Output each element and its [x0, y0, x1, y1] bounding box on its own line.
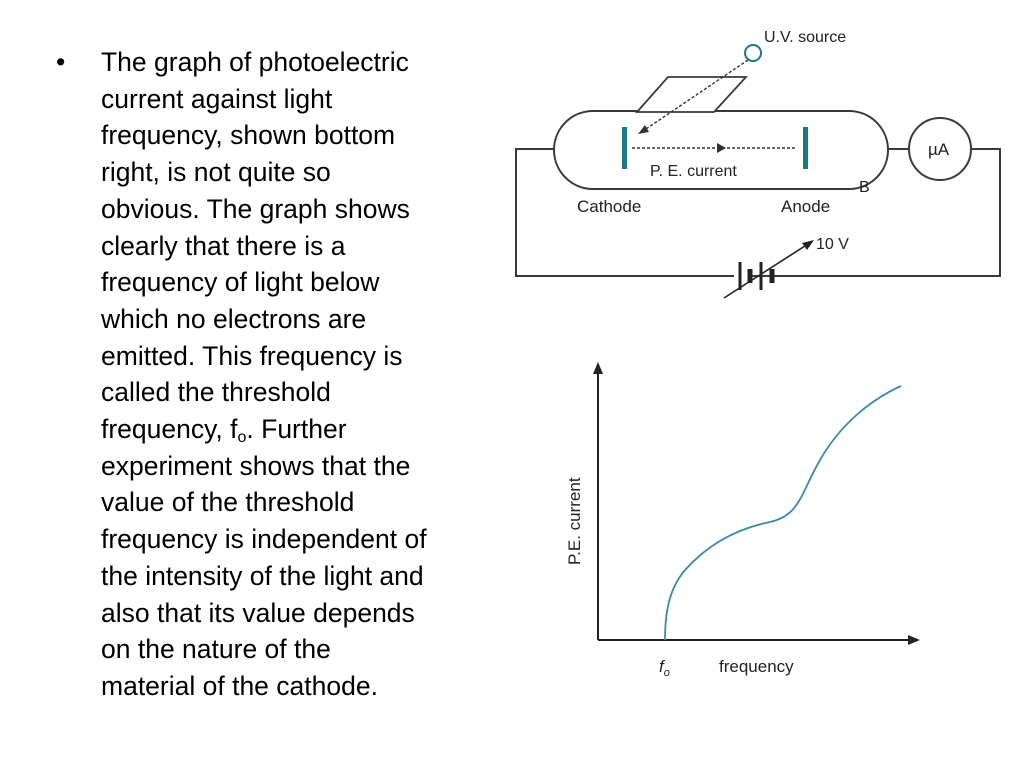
uv-source-icon	[744, 44, 762, 62]
variable-voltage-arrow	[723, 243, 809, 299]
text-line: experiment shows that the	[101, 450, 411, 481]
text-line: frequency is independent of	[101, 524, 427, 555]
text-line: right, is not quite so	[101, 157, 331, 188]
anode-electrode	[803, 127, 808, 169]
x-axis-label: frequency	[719, 657, 794, 676]
threshold-frequency-label: fo	[659, 657, 670, 679]
photoelectric-circuit-diagram: U.V. source P. E. current Cathode Anode …	[515, 29, 1001, 299]
subscript-o: o	[237, 429, 247, 447]
x-axis-arrowhead	[908, 635, 920, 645]
text-line: value of the threshold	[101, 487, 355, 518]
anode-label: Anode	[781, 197, 830, 216]
y-axis-arrowhead	[593, 362, 603, 374]
text-line: frequency, shown bottom	[101, 120, 396, 151]
text-line: current against light	[101, 83, 333, 114]
arrowhead	[802, 240, 814, 250]
text-line: frequency of light below	[101, 267, 380, 298]
tube-window	[635, 76, 749, 113]
text-line-threshold: frequency, fo. Further	[101, 411, 506, 448]
text-line: clearly that there is a	[101, 230, 346, 261]
text-line: which no electrons are	[101, 303, 367, 334]
microammeter-label: µA	[928, 140, 950, 159]
text-fragment: . Further	[246, 414, 347, 445]
cathode-label: Cathode	[577, 197, 641, 216]
bullet-text: The graph of photoelectric current again…	[101, 44, 506, 705]
bullet-marker: •	[56, 47, 66, 77]
text-line: the intensity of the light and	[101, 560, 424, 591]
text-line: also that its value depends	[101, 597, 415, 628]
y-axis-label: P.E. current	[565, 477, 584, 565]
uv-source-label: U.V. source	[764, 29, 846, 46]
threshold-subscript: o	[664, 667, 670, 679]
text-line: obvious. The graph shows	[101, 193, 410, 224]
text-line: material of the cathode.	[101, 670, 378, 701]
pe-current-vs-frequency-graph: P.E. current fo frequency	[565, 362, 920, 679]
text-line: on the nature of the	[101, 634, 331, 665]
threshold-f: f	[659, 657, 666, 676]
cathode-electrode	[622, 127, 627, 169]
text-line: called the threshold	[101, 377, 331, 408]
text-line: emitted. This frequency is	[101, 340, 403, 371]
text-fragment: frequency, f	[101, 414, 238, 445]
battery-voltage-label: 10 V	[816, 236, 849, 253]
uv-ray	[642, 59, 749, 132]
arrowhead	[638, 125, 649, 134]
pe-current-label: P. E. current	[650, 163, 737, 180]
arrowhead	[717, 143, 726, 153]
tube-label: B	[859, 179, 870, 196]
pe-current-curve	[664, 385, 902, 641]
text-line: The graph of photoelectric	[101, 47, 409, 77]
microammeter-icon	[908, 117, 972, 181]
